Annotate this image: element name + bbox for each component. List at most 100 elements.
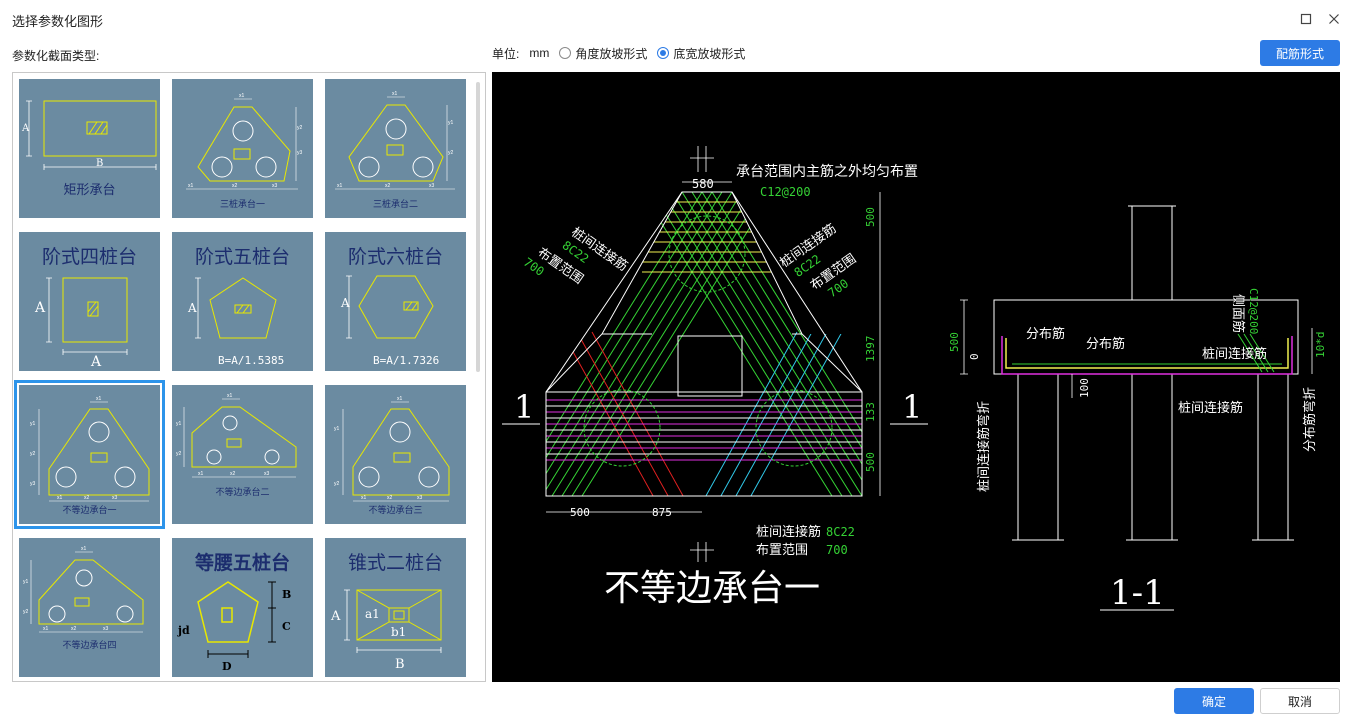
svg-text:x1: x1 xyxy=(337,183,343,189)
svg-text:x3: x3 xyxy=(429,183,435,189)
dim-b-label: B xyxy=(395,657,405,672)
thumb-caption: 不等边承台二 xyxy=(215,487,270,497)
dim-c-label: C xyxy=(282,620,291,633)
section-dim-zero: 0 xyxy=(968,353,981,360)
maximize-button[interactable] xyxy=(1297,10,1315,28)
section-dim-100: 100 xyxy=(1078,378,1091,398)
svg-text:x1: x1 xyxy=(361,495,367,501)
dim-jd-label: jd xyxy=(177,624,190,637)
thumb-step-six-pile[interactable]: 阶式六桩台 A B=A/1.7326 xyxy=(325,232,466,371)
dim-d-label: D xyxy=(222,660,232,673)
thumb-caption: 三桩承台一 xyxy=(219,199,265,209)
dim-right-1: 500 xyxy=(864,207,877,227)
svg-text:y1: y1 xyxy=(334,426,340,432)
section-dist-bar-1: 分布筋 xyxy=(1026,326,1065,341)
section-outline xyxy=(993,205,1299,541)
unit-value: mm xyxy=(529,46,550,60)
thumb-step-four-pile[interactable]: 阶式四桩台 A A xyxy=(19,232,160,371)
cad-drawing: 580 500 1397 133 500 500 875 承台范围内主筋之外均匀… xyxy=(502,146,1327,613)
thumb-caption: 等腰五桩台 xyxy=(194,552,290,574)
plan-rebar-group xyxy=(546,192,862,496)
section-side-bar: 侧面筋 xyxy=(1231,294,1246,333)
rect-cap-drawing: A B xyxy=(21,100,157,170)
svg-text:y3: y3 xyxy=(297,150,303,156)
cancel-button[interactable]: 取消 xyxy=(1260,688,1340,714)
section-link-bar-2: 桩间连接筋 xyxy=(1178,400,1243,415)
svg-text:x1: x1 xyxy=(198,471,204,477)
svg-text:x3: x3 xyxy=(264,471,270,477)
svg-text:B: B xyxy=(96,158,103,169)
dim-top: 580 xyxy=(692,177,714,191)
thumb-caption: 三桩承台二 xyxy=(372,199,418,209)
section-side-rebar: C12@200 xyxy=(1247,288,1260,334)
cone-two-pile-drawing: A B a1 b1 xyxy=(330,589,442,672)
radio-icon xyxy=(559,47,572,59)
svg-text:x1: x1 xyxy=(227,393,233,399)
svg-text:y2: y2 xyxy=(23,609,29,615)
close-button[interactable] xyxy=(1325,10,1343,28)
svg-text:x3: x3 xyxy=(112,495,118,501)
dim-b-label: B=A/1.7326 xyxy=(373,354,439,367)
angle-slope-radio[interactable]: 角度放坡形式 xyxy=(559,45,647,62)
section-left-vertical: 桩间连接筋弯折 xyxy=(976,401,991,492)
svg-text:y2: y2 xyxy=(297,125,303,131)
thumb-cone-two-pile[interactable]: 锥式二桩台 A B a1 b1 xyxy=(325,538,466,677)
svg-text:y2: y2 xyxy=(176,451,182,457)
thumb-step-five-pile[interactable]: 阶式五桩台 A B=A/1.5385 xyxy=(172,232,313,371)
unit-label: 单位: xyxy=(492,46,520,61)
angle-slope-label: 角度放坡形式 xyxy=(575,46,648,61)
ok-button[interactable]: 确定 xyxy=(1174,688,1254,714)
isosceles-five-pile-drawing: B C D jd xyxy=(177,581,291,673)
dim-b-label: B=A/1.5385 xyxy=(218,354,284,367)
thumb-caption: 矩形承台 xyxy=(63,182,116,197)
thumb-caption: 锥式二桩台 xyxy=(347,552,443,574)
svg-text:x1: x1 xyxy=(397,396,403,402)
plan-top-note: 承台范围内主筋之外均匀布置 xyxy=(736,163,918,179)
rebar-form-button[interactable]: 配筋形式 xyxy=(1260,40,1340,66)
thumb-caption: 阶式四桩台 xyxy=(41,246,137,268)
svg-text:y1: y1 xyxy=(448,120,454,126)
plan-title: 不等边承台一 xyxy=(604,568,820,609)
gallery-scrollbar[interactable] xyxy=(476,82,480,372)
section-dist-bar-2: 分布筋 xyxy=(1086,336,1125,351)
thumb-isosceles-five-pile[interactable]: 等腰五桩台 B C D jd xyxy=(172,538,313,677)
dim-b1-label: b1 xyxy=(391,625,406,639)
dim-right-3: 133 xyxy=(864,402,877,422)
svg-text:y1: y1 xyxy=(30,421,36,427)
svg-text:x3: x3 xyxy=(272,183,278,189)
dim-b-label: A xyxy=(90,354,102,370)
svg-text:x2: x2 xyxy=(232,183,238,189)
svg-text:y1: y1 xyxy=(23,579,29,585)
plan-main-rebar: C12@200 xyxy=(760,185,811,199)
thumb-caption: 不等边承台四 xyxy=(62,640,117,650)
thumb-caption: 阶式六桩台 xyxy=(347,246,443,268)
section-type-label: 参数化截面类型: xyxy=(12,49,100,63)
svg-text:x1: x1 xyxy=(43,626,49,632)
plan-bottom-label: 桩间连接筋 xyxy=(756,524,821,539)
svg-text:y2: y2 xyxy=(30,451,36,457)
bottom-width-slope-radio[interactable]: 底宽放坡形式 xyxy=(657,45,745,62)
dim-a-label: A xyxy=(34,300,46,316)
svg-text:y3: y3 xyxy=(30,481,36,487)
thumb-caption: 不等边承台三 xyxy=(368,505,423,515)
dim-a1-label: a1 xyxy=(365,607,380,621)
section-dim-height: 500 xyxy=(948,332,961,352)
title-bar: 选择参数化图形 xyxy=(0,0,1352,38)
svg-text:A: A xyxy=(21,123,30,134)
step-six-pile-drawing: A B=A/1.7326 xyxy=(340,275,439,367)
svg-text:x1: x1 xyxy=(96,396,102,402)
svg-text:x3: x3 xyxy=(103,626,109,632)
thumb-rect-cap[interactable]: A B 矩形承台 xyxy=(19,79,160,218)
section-title: 1-1 xyxy=(1110,573,1165,613)
svg-text:x1: x1 xyxy=(81,546,87,552)
